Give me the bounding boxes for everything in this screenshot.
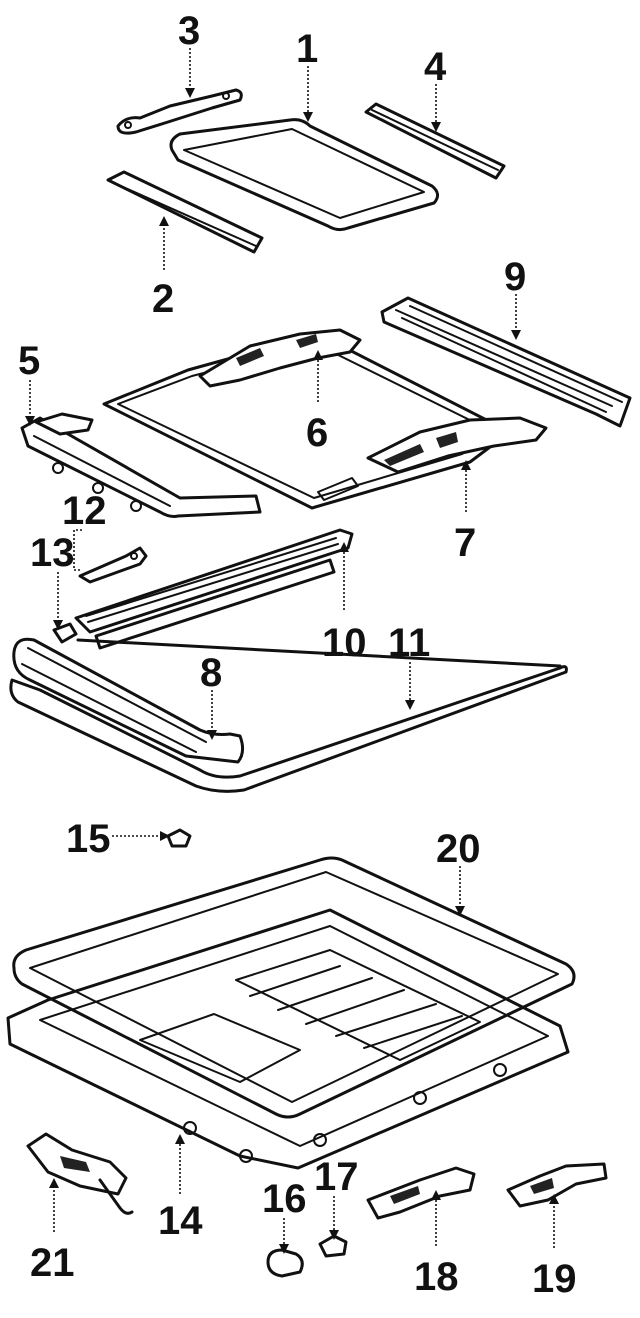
callout-18: 18: [414, 1255, 459, 1299]
callout-10: 10: [322, 621, 367, 665]
part-1-glass-panel: [169, 118, 439, 232]
part-15-screw: [166, 828, 192, 848]
part-19-linkage: [506, 1162, 608, 1208]
part-10-deflector: [74, 528, 354, 650]
callout-19: 19: [532, 1257, 577, 1301]
part-12-small-bracket: [78, 546, 148, 584]
part-21-drive-motor: [26, 1132, 134, 1215]
part-14-housing: [6, 908, 570, 1170]
callout-5: 5: [18, 339, 40, 383]
callout-16: 16: [262, 1177, 307, 1221]
callout-21: 21: [30, 1241, 75, 1285]
part-5-side-guide: [20, 412, 262, 518]
part-18-linkage: [366, 1166, 476, 1220]
part-3-bracket: [116, 88, 243, 135]
part-2-front-trim: [106, 170, 264, 254]
callout-12: 12: [62, 489, 107, 533]
callout-11: 11: [388, 621, 430, 665]
callout-14: 14: [158, 1199, 203, 1243]
callout-15: 15: [66, 817, 111, 861]
part-13-clip: [52, 622, 78, 644]
callout-7: 7: [454, 521, 476, 565]
callout-20: 20: [436, 827, 481, 871]
callout-13: 13: [30, 531, 75, 575]
part-16-bracket: [266, 1248, 304, 1278]
callout-17: 17: [314, 1155, 359, 1199]
callout-9: 9: [504, 255, 526, 299]
part-9-rear-rail: [380, 296, 632, 428]
part-17-bracket: [318, 1234, 348, 1258]
callout-1: 1: [296, 27, 318, 71]
callout-6: 6: [306, 411, 328, 455]
callout-4: 4: [424, 45, 447, 89]
part-4-rear-trim: [364, 102, 506, 180]
part-8-11-seal-frame: [9, 637, 568, 793]
part-6-7-cable-frame: [102, 328, 548, 510]
callout-2: 2: [152, 277, 174, 321]
callout-3: 3: [178, 9, 200, 53]
callout-8: 8: [200, 651, 222, 695]
part-20-weatherstrip: [12, 856, 576, 1119]
leader-lines: [25, 48, 559, 1254]
